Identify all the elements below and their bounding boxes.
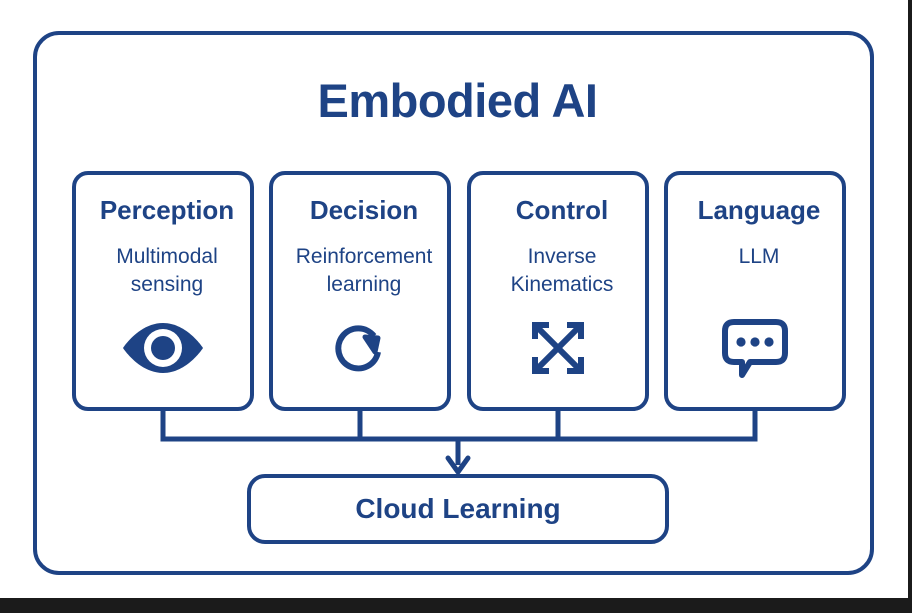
pillar-subtitle-control: Inverse Kinematics <box>457 243 667 298</box>
four-way-arrows-icon <box>471 305 645 391</box>
pillar-list: Perception Multimodal sensing Decision <box>72 171 862 411</box>
pillar-subtitle-line-1: Reinforcement <box>295 245 433 268</box>
cloud-learning-node[interactable]: Cloud Learning <box>247 474 669 544</box>
pillar-card-decision[interactable]: Decision Reinforcement learning <box>269 171 451 411</box>
pillar-title-control: Control <box>515 195 609 225</box>
pillar-card-control[interactable]: Control Inverse Kinematics <box>467 171 649 411</box>
pillar-subtitle-line-1: Multimodal <box>116 245 218 268</box>
pillar-title-language: Language <box>697 195 821 225</box>
speech-bubble-icon <box>668 305 842 391</box>
pillar-subtitle-line-2: sensing <box>130 272 204 296</box>
frame-edge-right <box>908 0 912 600</box>
pillar-subtitle-line-1: Inverse <box>527 245 597 268</box>
pillar-card-language[interactable]: Language LLM <box>664 171 846 411</box>
refresh-cycle-icon <box>273 305 447 391</box>
cloud-learning-label: Cloud Learning <box>355 493 561 524</box>
pillar-card-perception[interactable]: Perception Multimodal sensing <box>72 171 254 411</box>
pillar-subtitle-perception: Multimodal sensing <box>62 243 272 298</box>
pillar-subtitle-line-1: LLM <box>738 245 780 268</box>
arrow-to-cloud <box>445 439 471 475</box>
pillar-title-perception: Perception <box>99 195 235 225</box>
eye-icon <box>76 305 250 391</box>
pillar-subtitle-line-2: learning <box>326 272 402 296</box>
frame-edge-bottom <box>0 598 912 613</box>
pillar-title-decision: Decision <box>309 195 419 225</box>
pillar-subtitle-decision: Reinforcement learning <box>259 243 469 298</box>
pillar-subtitle-language: LLM <box>654 243 864 271</box>
pillar-subtitle-line-2: Kinematics <box>510 272 614 296</box>
page-title: Embodied AI <box>317 74 599 127</box>
embodied-ai-container: Embodied AI Perception <box>33 31 874 575</box>
